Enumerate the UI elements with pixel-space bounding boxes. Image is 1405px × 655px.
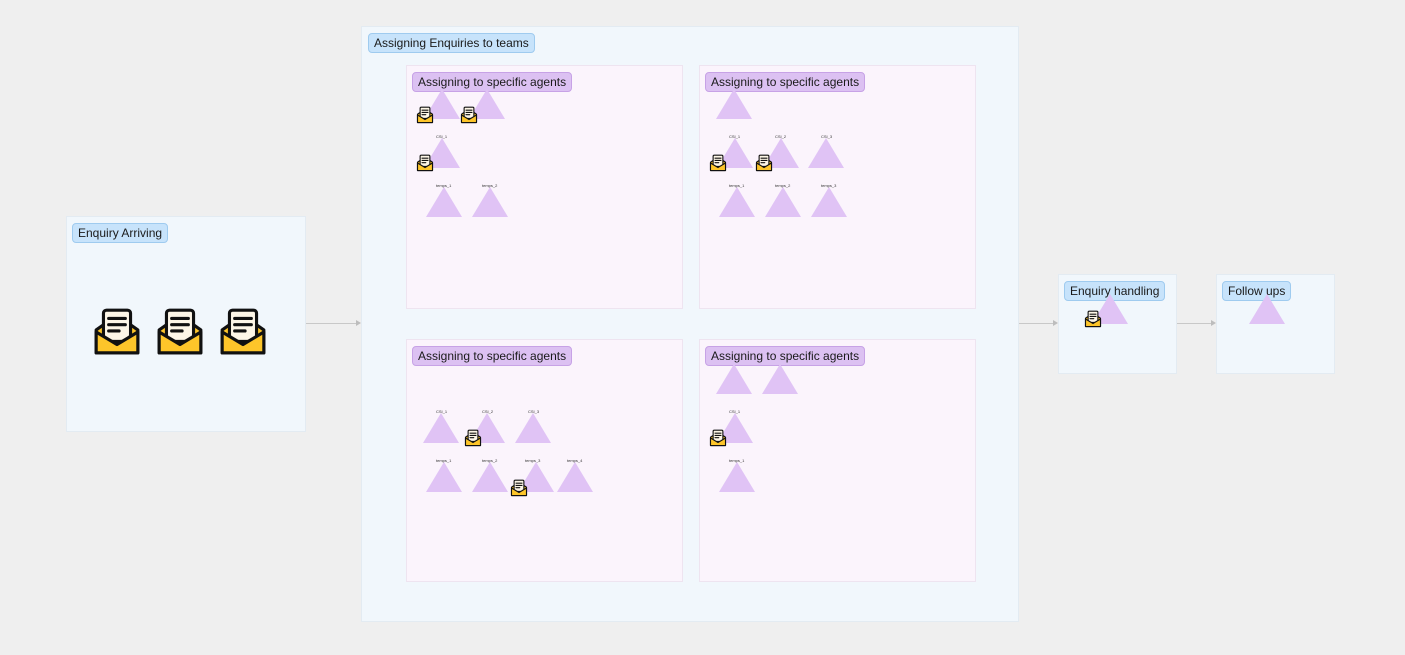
agent-triangle	[762, 364, 798, 394]
enquiry-arriving-frame: Enquiry Arriving	[66, 216, 306, 432]
agent-triangle	[719, 462, 755, 492]
connector-arriving-to-assigning	[306, 323, 356, 324]
envelope-icon	[510, 479, 528, 497]
connector-assigning-to-handling	[1019, 323, 1053, 324]
agent-triangle	[716, 364, 752, 394]
team-panel-label: Assigning to specific agents	[412, 346, 573, 366]
envelope-icon	[218, 307, 268, 357]
enquiry-handling-frame: Enquiry handling	[1058, 274, 1177, 374]
agent-triangle	[426, 187, 462, 217]
team-panel-2: Assigning to specific agents CSI_1 CSI_2…	[699, 65, 976, 309]
team-panel-3: Assigning to specific agents CSI_1 CSI_2…	[406, 339, 683, 582]
agent-label: CSI_1	[436, 134, 448, 139]
agent-label: temps_1	[729, 458, 745, 463]
agent-label: temps_2	[775, 183, 791, 188]
envelope-icon	[709, 154, 727, 172]
agent-triangle	[716, 89, 752, 119]
envelope-icon	[155, 307, 205, 357]
agent-label: temps_1	[436, 183, 452, 188]
agent-triangle	[426, 462, 462, 492]
agent-triangle	[1249, 294, 1285, 324]
agent-label: temps_3	[525, 458, 541, 463]
arrowhead	[1211, 320, 1216, 326]
connector-handling-to-followups	[1177, 323, 1211, 324]
agent-label: CSI_1	[729, 409, 741, 414]
agent-triangle	[557, 462, 593, 492]
agent-triangle	[515, 413, 551, 443]
agent-triangle	[765, 187, 801, 217]
team-panel-1: Assigning to specific agents CSI_1 temps…	[406, 65, 683, 309]
enquiry-arriving-label: Enquiry Arriving	[72, 223, 169, 243]
envelope-icon	[464, 429, 482, 447]
agent-triangle	[472, 462, 508, 492]
envelope-icon	[92, 307, 142, 357]
team-panel-4: Assigning to specific agents CSI_1 temps…	[699, 339, 976, 582]
follow-ups-frame: Follow ups	[1216, 274, 1335, 374]
agent-triangle	[808, 138, 844, 168]
envelope-icon	[460, 106, 478, 124]
agent-label: CSI_2	[775, 134, 787, 139]
agent-label: CSI_2	[482, 409, 494, 414]
envelope-icon	[709, 429, 727, 447]
agent-triangle	[811, 187, 847, 217]
agent-label: CSI_1	[729, 134, 741, 139]
agent-label: CSI_3	[821, 134, 833, 139]
agent-label: temps_4	[567, 458, 583, 463]
agent-label: temps_2	[482, 458, 498, 463]
agent-label: temps_1	[436, 458, 452, 463]
agent-label: CSI_3	[528, 409, 540, 414]
agent-label: temps_3	[821, 183, 837, 188]
arrowhead	[1053, 320, 1058, 326]
envelope-icon	[1084, 310, 1102, 328]
envelope-icon	[416, 154, 434, 172]
agent-label: CSI_1	[436, 409, 448, 414]
arrowhead	[356, 320, 361, 326]
agent-triangle	[472, 187, 508, 217]
team-panel-label: Assigning to specific agents	[412, 72, 573, 92]
envelope-icon	[755, 154, 773, 172]
agent-label: temps_1	[729, 183, 745, 188]
agent-triangle	[719, 187, 755, 217]
agent-label: temps_2	[482, 183, 498, 188]
team-panel-label: Assigning to specific agents	[705, 72, 866, 92]
assigning-teams-label: Assigning Enquiries to teams	[368, 33, 535, 53]
enquiry-handling-label: Enquiry handling	[1064, 281, 1166, 301]
agent-triangle	[423, 413, 459, 443]
envelope-icon	[416, 106, 434, 124]
team-panel-label: Assigning to specific agents	[705, 346, 866, 366]
